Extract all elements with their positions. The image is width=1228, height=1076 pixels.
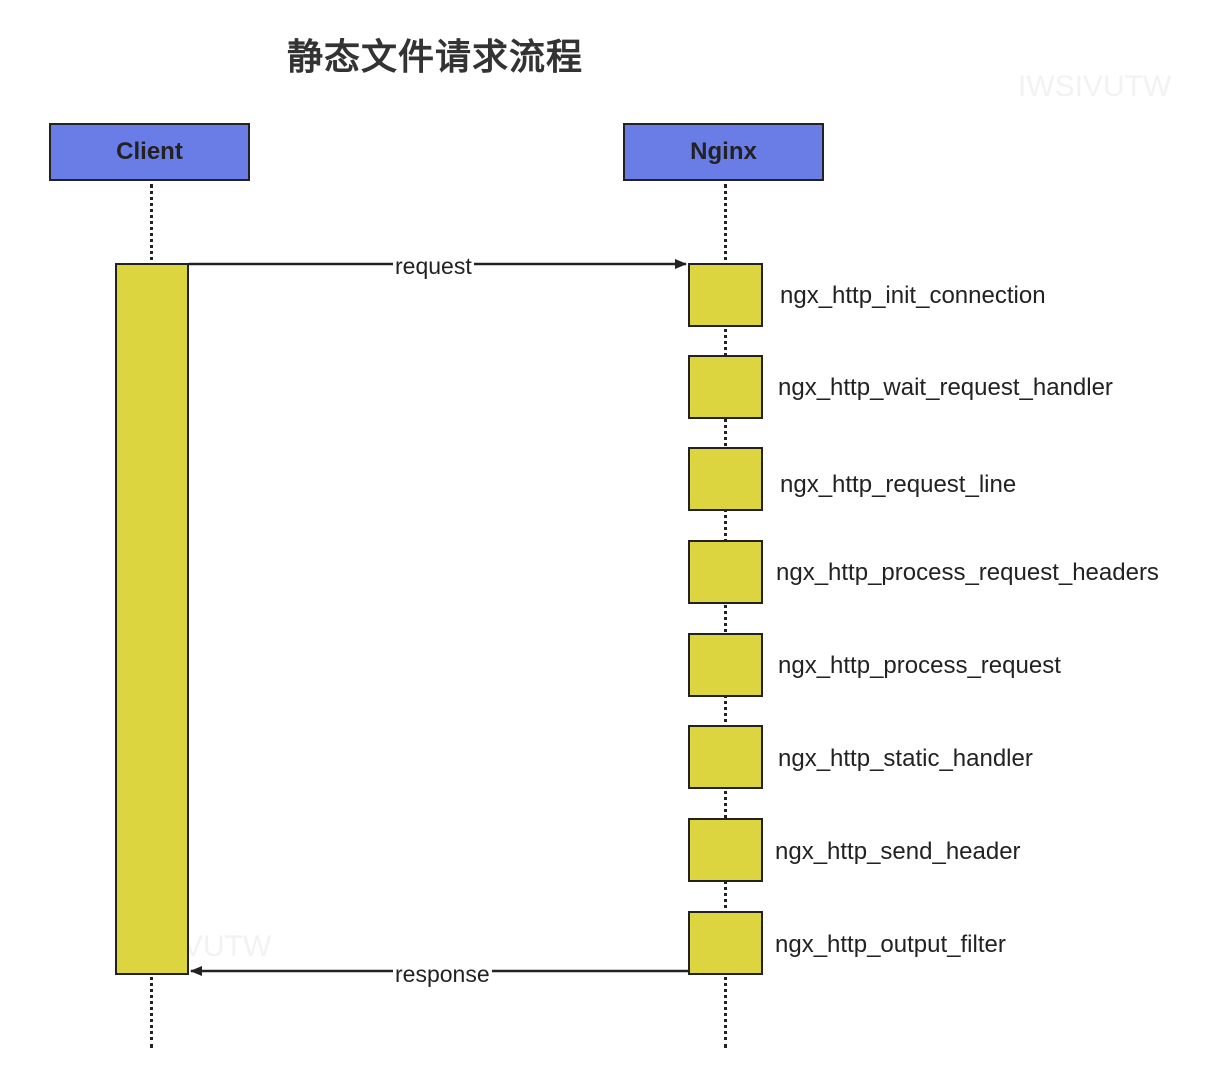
- nginx-activation-box: [688, 818, 763, 882]
- step-label-wait-request-handler: ngx_http_wait_request_handler: [778, 374, 1113, 401]
- nginx-activation-box: [688, 633, 763, 697]
- step-label-request-line: ngx_http_request_line: [780, 471, 1017, 498]
- client-actor: Client: [49, 123, 250, 181]
- step-label-static-handler: ngx_http_static_handler: [778, 745, 1033, 772]
- nginx-actor: Nginx: [623, 123, 824, 181]
- step-label-process-request-headers: ngx_http_process_request_headers: [776, 559, 1159, 586]
- diagram-title: 静态文件请求流程: [287, 37, 584, 78]
- nginx-activation-box: [688, 725, 763, 789]
- response-label: response: [393, 960, 492, 988]
- nginx-lifeline: [724, 184, 727, 1048]
- step-label-init-connection: ngx_http_init_connection: [780, 282, 1046, 309]
- nginx-activation-box: [688, 355, 763, 419]
- step-label-send-header: ngx_http_send_header: [775, 838, 1021, 865]
- step-label-process-request: ngx_http_process_request: [778, 652, 1061, 679]
- nginx-activation-box: [688, 911, 763, 975]
- nginx-activation-box: [688, 540, 763, 604]
- client-activation-bar: [115, 263, 189, 975]
- nginx-activation-box: [688, 263, 763, 327]
- step-label-output-filter: ngx_http_output_filter: [775, 931, 1006, 958]
- request-label: request: [393, 252, 474, 280]
- nginx-activation-box: [688, 447, 763, 511]
